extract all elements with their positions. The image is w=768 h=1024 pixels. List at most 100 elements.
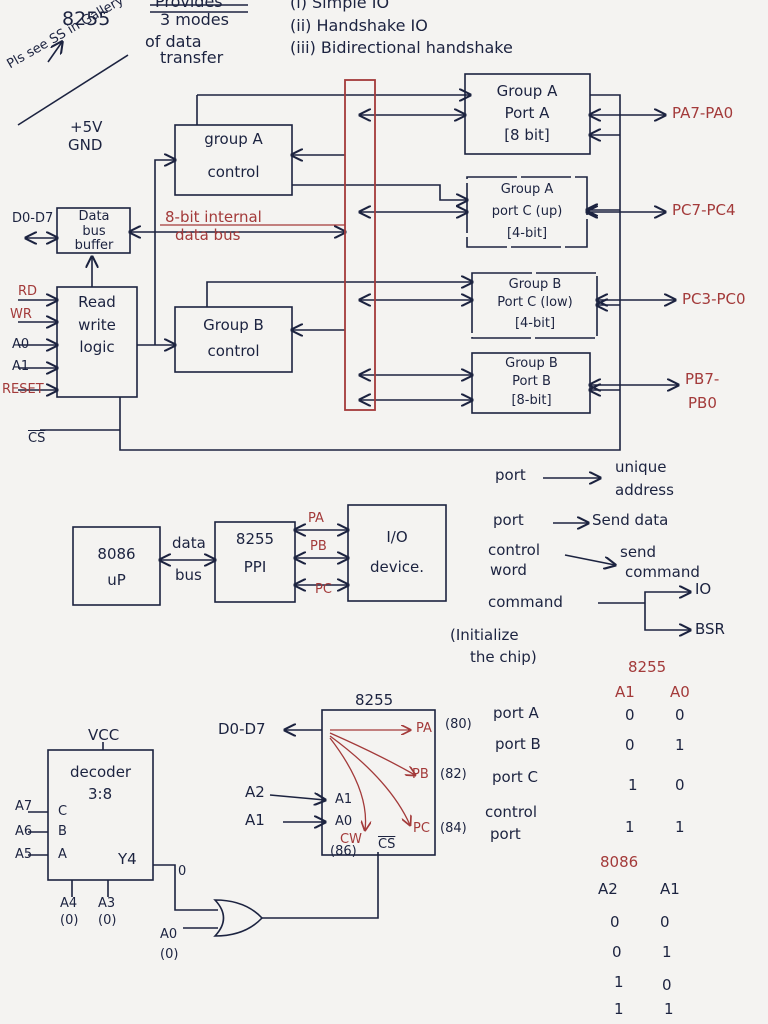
gate-a0-value: (0) — [160, 947, 179, 962]
group-b-control-sub: control — [207, 342, 260, 360]
decoder-in-b: B — [58, 824, 67, 839]
modes-label: 3 modes — [160, 10, 229, 29]
port-cl-line1: Group B — [508, 277, 562, 292]
chip-pin-cs: CS — [378, 837, 396, 852]
low-a4: A4 — [60, 896, 78, 911]
pin-a1: A1 — [12, 359, 30, 374]
vcc-label: VCC — [88, 726, 120, 744]
port-b-line2: Port B — [512, 374, 551, 389]
cpu-row-0-a2: 0 — [610, 913, 620, 931]
pin-pc: PC — [413, 821, 430, 836]
port-row-cw-label-2: port — [490, 825, 521, 843]
cpu-table-title: 8086 — [600, 853, 639, 871]
cpu-line2: uP — [107, 571, 126, 589]
addr-a7: A7 — [15, 799, 33, 814]
buffer-line2: bus — [82, 224, 106, 239]
pin-pa: PA — [416, 721, 432, 736]
cpu-table-h-a1: A1 — [660, 880, 680, 898]
group-a-control-title: group A — [204, 130, 263, 148]
note-command2: command — [625, 563, 700, 581]
addr-a2-label: A2 — [245, 783, 265, 801]
internal-bus-label-2: data bus — [175, 226, 241, 244]
pc-upper-pins-label: PC7-PC4 — [672, 201, 736, 219]
pin-pc-addr: (84) — [440, 821, 467, 836]
cpu-row-0-a1: 0 — [660, 913, 670, 931]
internal-bus-bar — [344, 79, 376, 411]
rw-line3: logic — [79, 338, 115, 356]
ground-label: GND — [68, 136, 103, 154]
chip-pin-a1: A1 — [335, 792, 353, 807]
pin-pb-addr: (82) — [440, 767, 467, 782]
port-cl-line2: Port C (low) — [497, 295, 573, 310]
low-a4-value: (0) — [60, 913, 79, 928]
pin-rd: RD — [18, 284, 38, 299]
note-the-chip: the chip) — [470, 648, 537, 666]
note-unique: unique — [615, 458, 667, 476]
gate-a0: A0 — [160, 927, 178, 942]
note-address: address — [615, 481, 674, 499]
transfer-label: transfer — [160, 48, 224, 67]
pin-wr: WR — [10, 307, 32, 322]
ppi-line1: 8255 — [235, 530, 275, 548]
or-gate — [213, 899, 264, 937]
pin-cw: CW — [340, 832, 362, 847]
device-line2: device. — [369, 558, 425, 576]
port-b-line1: Group B — [505, 356, 558, 371]
iface-pc: PC — [315, 582, 332, 597]
port-cl-line3: [4-bit] — [514, 316, 556, 331]
cpu-row-1-a2: 0 — [612, 943, 622, 961]
addr-a5: A5 — [15, 847, 33, 862]
of-data-label: of data — [145, 32, 202, 51]
port-row-cw-a1: 1 — [625, 818, 635, 836]
bus-label-1: data — [172, 534, 206, 552]
internal-bus-label-1: 8-bit internal — [165, 208, 262, 226]
decoder-box — [47, 749, 154, 881]
port-row-cw-a0: 1 — [675, 818, 685, 836]
low-a3-value: (0) — [98, 913, 117, 928]
port-row-b-label: port B — [495, 735, 541, 753]
port-row-b-a0: 1 — [675, 736, 685, 754]
pin-pb: PB — [412, 767, 429, 782]
mode-handshake: (ii) Handshake IO — [290, 16, 428, 35]
port-cu-line3: [4-bit] — [506, 226, 548, 241]
note-arrow — [47, 42, 62, 63]
chip-8255-title: 8255 — [355, 691, 394, 709]
port-cu-line1: Group A — [500, 182, 554, 197]
pb-pins-label-1: PB7- — [685, 370, 720, 388]
note-command: command — [488, 593, 563, 611]
note-word: word — [490, 561, 527, 579]
addr-a6: A6 — [15, 824, 33, 839]
low-a3: A3 — [98, 896, 116, 911]
provides-label: Provides — [155, 0, 223, 11]
decoder-ratio: 3:8 — [88, 785, 113, 803]
buffer-line1: Data — [78, 209, 110, 224]
buffer-line3: buffer — [74, 238, 114, 253]
note-bsr: BSR — [695, 620, 725, 638]
note-control: control — [488, 541, 540, 559]
note-io: IO — [695, 580, 712, 598]
device-line1: I/O — [386, 528, 408, 546]
pin-a0: A0 — [12, 337, 30, 352]
pin-reset: RESET — [2, 382, 44, 397]
port-row-c-label: port C — [492, 768, 538, 786]
group-b-control-title: Group B — [203, 316, 264, 334]
ppi-line2: PPI — [243, 558, 267, 576]
mode-simple: (i) Simple IO — [290, 0, 390, 12]
port-table-h-a0: A0 — [670, 683, 690, 701]
decoder-in-a: A — [58, 847, 67, 862]
port-cu-line2: port C (up) — [491, 204, 563, 219]
data-lines-label: D0-D7 — [218, 720, 266, 738]
addr-a1-label: A1 — [245, 811, 265, 829]
io-device-box — [347, 504, 447, 602]
cpu-table-h-a2: A2 — [598, 880, 618, 898]
cpu-box — [72, 526, 161, 606]
cpu-row-2-a1: 0 — [662, 976, 672, 994]
note-port2: port — [493, 511, 524, 529]
bus-label-2: bus — [175, 566, 202, 584]
pa-pins-label: PA7-PA0 — [672, 104, 734, 122]
mode-bidirectional: (iii) Bidirectional handshake — [290, 38, 513, 57]
port-row-a-a1: 0 — [625, 706, 635, 724]
port-a-line1: Group A — [496, 82, 558, 100]
port-row-c-a0: 0 — [675, 776, 685, 794]
